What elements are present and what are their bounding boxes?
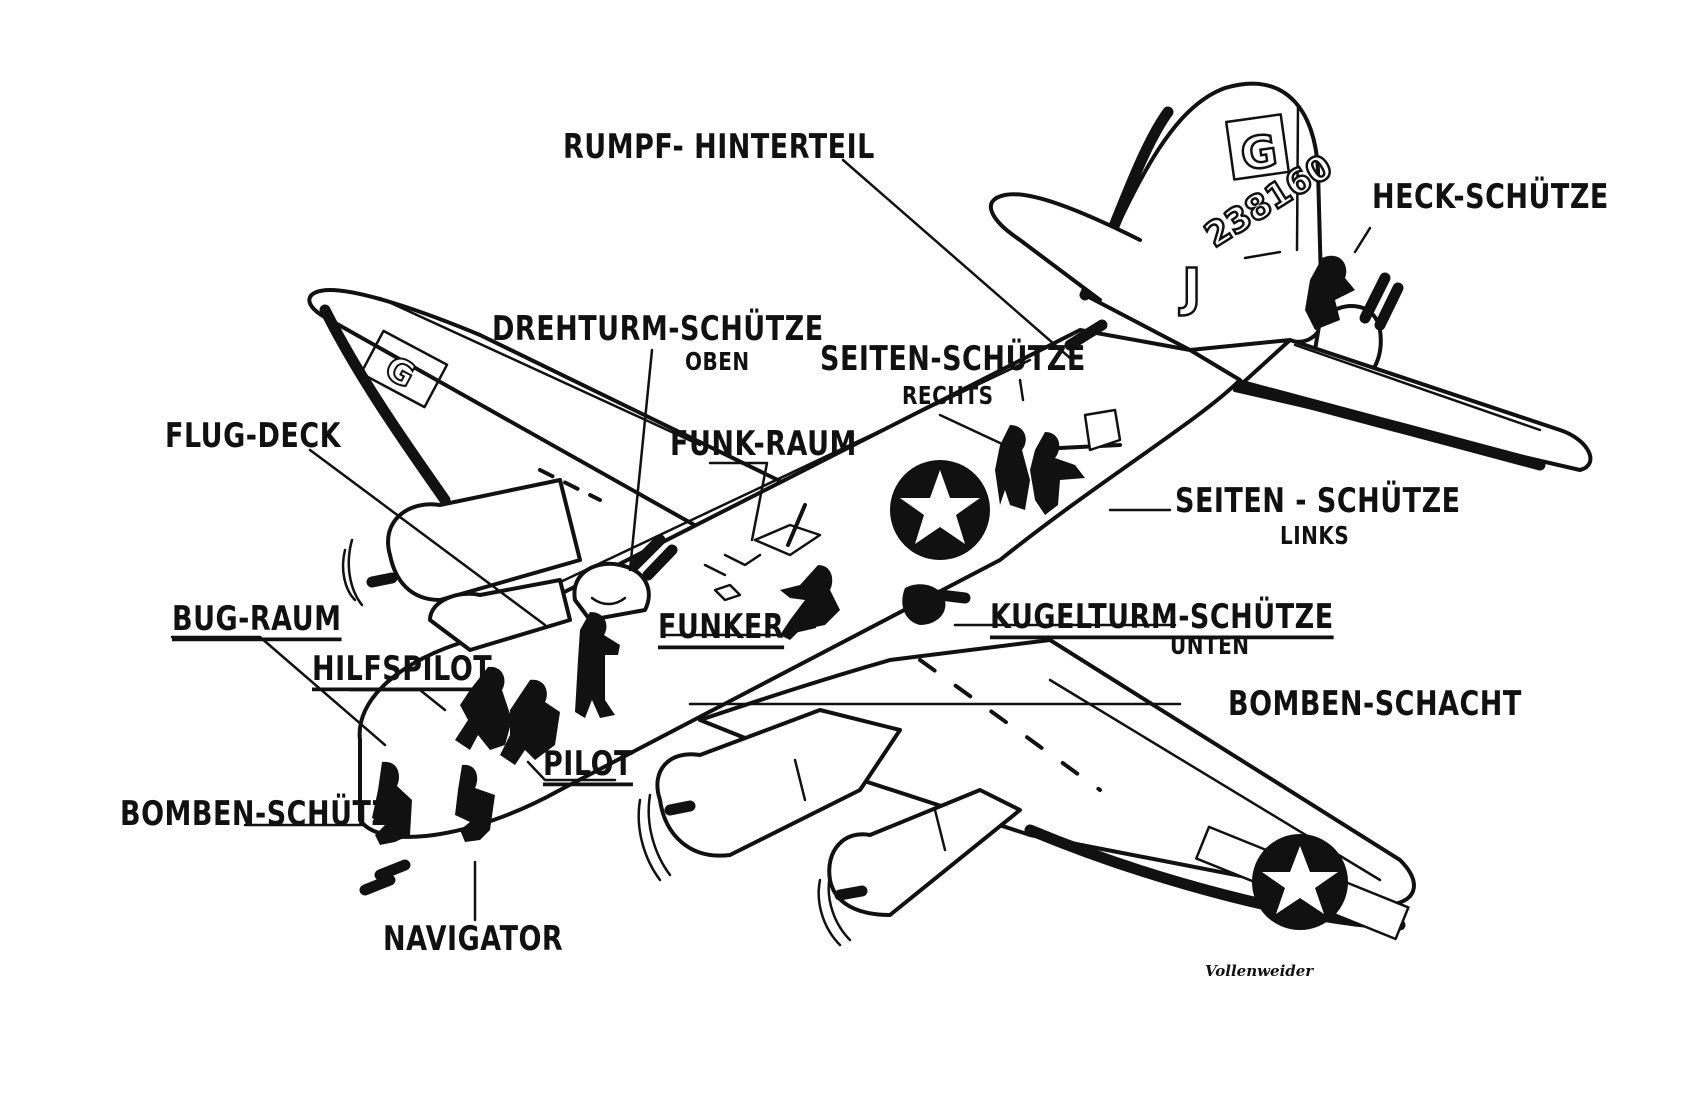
navigator-figure	[455, 764, 495, 842]
label-rumpf-hinterteil: RUMPF- HINTERTEIL	[563, 128, 875, 167]
leader-seiten-rechts	[938, 413, 1002, 445]
radio-hatch	[703, 503, 822, 602]
leader-funker	[660, 625, 817, 637]
label-seiten-schuetze-rechts: SEITEN-SCHÜTZE	[820, 340, 1086, 379]
tail-g-marking: G	[1224, 113, 1291, 182]
label-funker: FUNKER	[658, 608, 785, 647]
label-bug-raum: BUG-RAUM	[172, 600, 342, 639]
leader-rumpf-hinterteil	[841, 158, 1072, 360]
label-funk-raum: FUNK-RAUM	[670, 425, 857, 464]
leader-heck-schuetze	[1353, 226, 1372, 254]
fuselage-star-insignia	[890, 460, 990, 560]
tail-fin	[1079, 81, 1324, 352]
label-heck-schuetze: HECK-SCHÜTZE	[1372, 178, 1609, 217]
label-rechts: RECHTS	[902, 380, 994, 410]
wing-star-insignia	[1195, 825, 1410, 941]
artist-signature: Vollenweider	[1205, 962, 1314, 980]
right-stabilizer	[1233, 338, 1593, 472]
label-bomben-schacht: BOMBEN-SCHACHT	[1228, 685, 1522, 724]
label-kugelturm-schuetze: KUGELTURM-SCHÜTZE	[990, 598, 1334, 637]
far-engine-2	[428, 578, 572, 652]
leader-lines	[170, 158, 1372, 922]
top-turret	[572, 534, 678, 622]
label-drehturm-schuetze: DREHTURM-SCHÜTZE	[492, 310, 824, 349]
leader-drehturm	[628, 348, 654, 572]
near-engine-2	[817, 788, 1022, 947]
left-stabilizer	[988, 192, 1142, 302]
label-drehturm-oben: OBEN	[685, 346, 750, 376]
tail-letter: J	[1181, 257, 1203, 320]
label-seiten-schuetze-links: SEITEN - SCHÜTZE	[1175, 482, 1461, 521]
label-navigator: NAVIGATOR	[383, 920, 564, 959]
crew-figures	[359, 408, 1122, 896]
near-engine-1	[637, 708, 902, 882]
radio-operator-figure	[780, 565, 840, 640]
far-wing: G	[307, 288, 862, 547]
pilot-figure	[500, 679, 560, 765]
leader-funk-raum	[708, 461, 769, 542]
near-wing	[698, 638, 1416, 941]
copilot-figure	[455, 666, 512, 750]
far-engine-1	[341, 478, 582, 607]
label-links: LINKS	[1280, 520, 1350, 550]
bombardier-figure	[372, 761, 412, 845]
leader-bug-raum	[170, 635, 387, 747]
label-bomben-schuetze: BOMBEN-SCHÜTZE	[120, 795, 411, 834]
label-hilfspilot: HILFSPILOT	[312, 650, 493, 689]
svg-text:G: G	[1238, 126, 1281, 182]
top-gunner-figure	[575, 612, 620, 718]
leader-seiten-rechts-tick	[1018, 378, 1025, 402]
leader-hilfspilot	[348, 688, 447, 712]
leader-pilot	[526, 760, 617, 782]
waist-gunner-figure-2	[1030, 432, 1085, 515]
label-pilot: PILOT	[543, 745, 633, 784]
label-flug-deck: FLUG-DECK	[165, 417, 342, 456]
leader-flug-deck	[308, 448, 547, 627]
label-kugelturm-unten: UNTEN	[1170, 630, 1250, 660]
waist-gunner-figure-1	[995, 425, 1030, 510]
